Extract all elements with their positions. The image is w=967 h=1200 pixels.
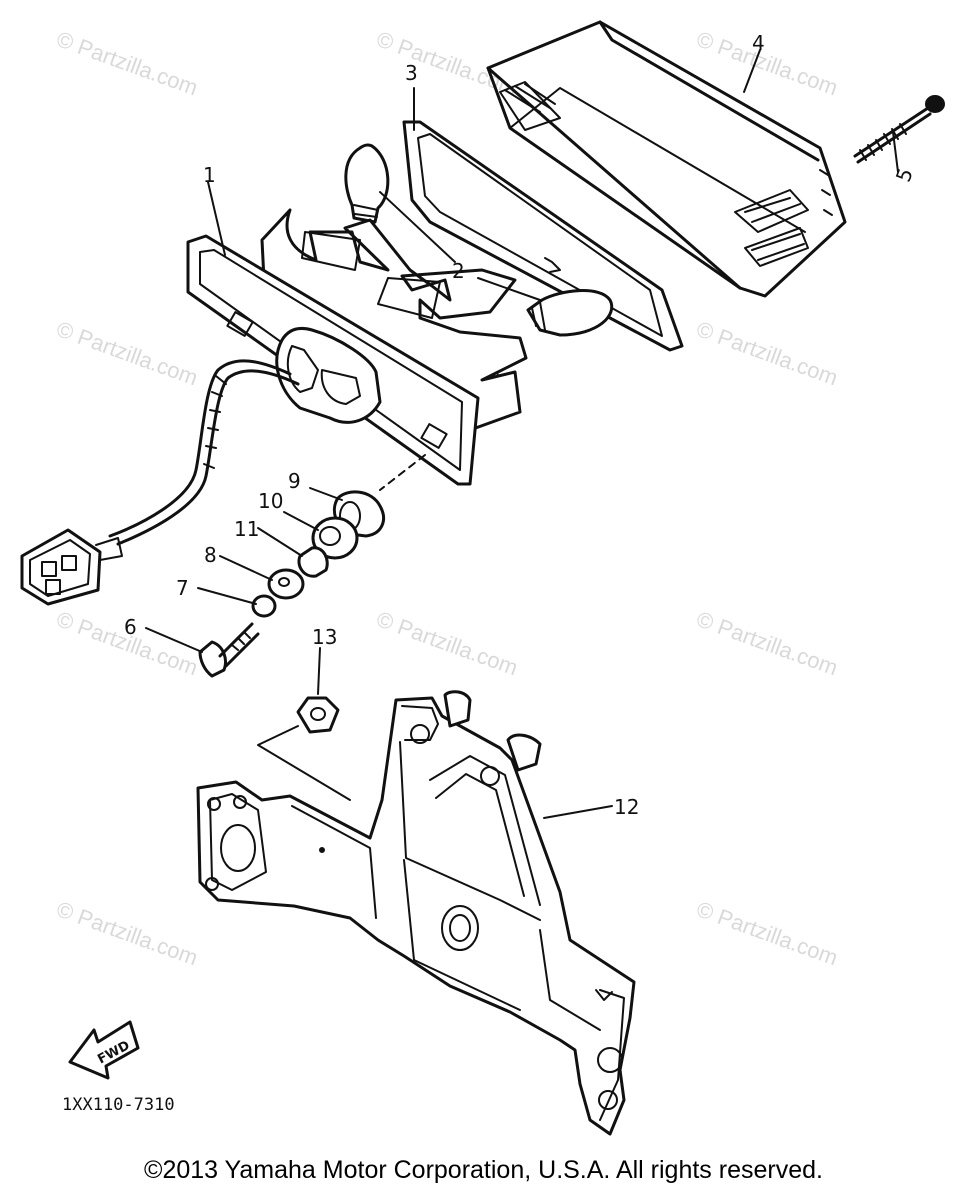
wiring-harness [20,359,300,606]
watermark-text: © Partzilla.com [53,896,201,970]
callout-6: 6 [124,615,137,639]
socket-bracket [260,208,528,432]
part-5-screw [853,95,945,164]
part-12-bracket [196,690,636,1136]
forward-arrow: FWD [68,1020,140,1080]
watermark-text: © Partzilla.com [693,316,841,390]
part-2-bulb-upper [344,143,390,224]
part-11-collar [297,546,329,578]
watermark-text: © Partzilla.com [693,606,841,680]
callout-8: 8 [204,543,217,567]
part-6-bolt [198,640,227,678]
part-1-base [186,234,480,486]
part-3-gasket [402,120,684,352]
watermark-text: © Partzilla.com [693,896,841,970]
part-code: 1XX110-7310 [62,1095,175,1115]
callout-13: 13 [312,625,337,649]
callout-12: 12 [614,795,639,819]
hardware-stack [198,454,426,678]
part-7-lockwasher [251,594,277,618]
callout-1: 1 [203,163,216,187]
callout-2: 2 [452,259,465,283]
callout-3: 3 [405,61,418,85]
part-4-lens [486,20,847,298]
watermark-text: © Partzilla.com [53,26,201,100]
callout-7: 7 [176,576,189,600]
part-2-bulb-lower [526,289,614,337]
callout-11: 11 [234,517,259,541]
watermark-text: © Partzilla.com [53,316,201,390]
callout-9: 9 [288,469,301,493]
callout-5: 5 [891,165,918,185]
callout-10: 10 [258,489,283,513]
part-8-washer [267,568,305,600]
watermark-text: © Partzilla.com [373,606,521,680]
leader-lines [145,49,899,819]
copyright-footer: ©2013 Yamaha Motor Corporation, U.S.A. A… [144,1156,823,1184]
callout-4: 4 [752,31,765,55]
part-13-nut [257,696,351,801]
